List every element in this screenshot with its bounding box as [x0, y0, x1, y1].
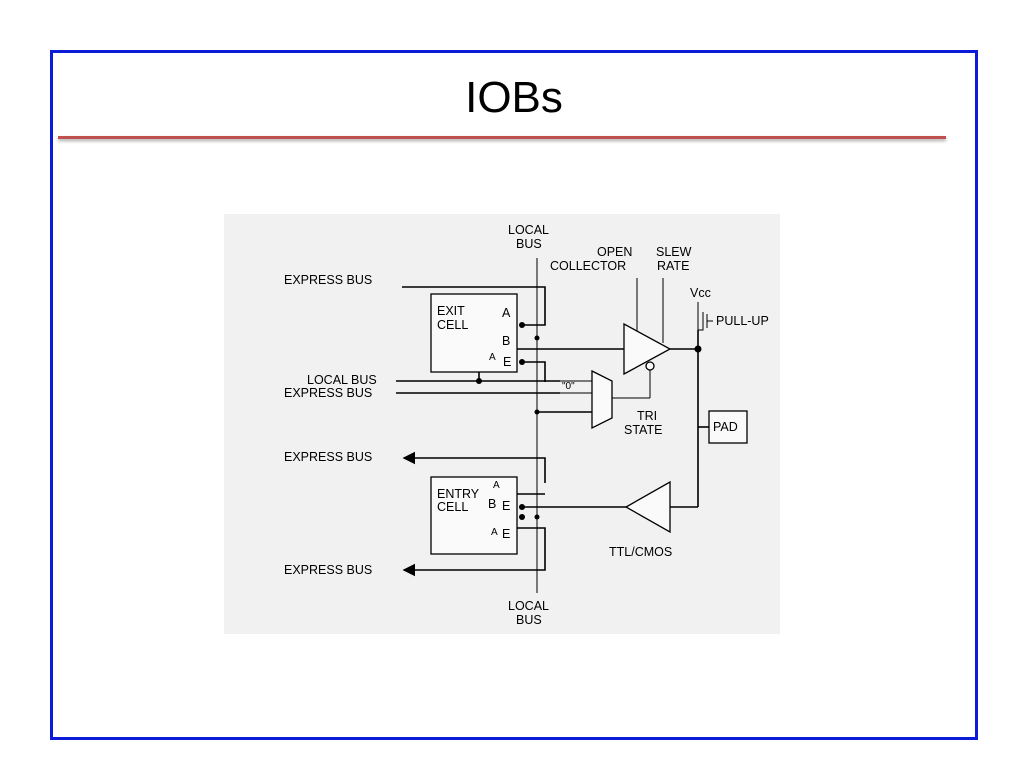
express-bus-label: EXPRESS BUS — [284, 450, 372, 464]
input-buffer — [624, 480, 671, 534]
pad-label: PAD — [713, 420, 738, 434]
exit-cell-label: CELL — [437, 318, 468, 332]
exit-pin-label: B — [502, 334, 510, 348]
pad-box — [708, 410, 748, 444]
junction-dot — [519, 514, 525, 520]
local-bus-left-label: LOCAL BUS — [307, 373, 377, 387]
pull-up-transistor — [697, 312, 704, 331]
iob-circuit-diagram: "0" LOCAL BUS OPEN COLLECTOR SLEW RATE V… — [224, 214, 780, 634]
slew-rate-label: SLEW — [656, 245, 692, 259]
entry-pin-label: E — [502, 499, 510, 513]
local-bus-top-label: BUS — [516, 237, 542, 251]
local-bus-bottom-label: BUS — [516, 613, 542, 627]
express-bus-label: EXPRESS BUS — [284, 386, 372, 400]
ttl-cmos-label: TTL/CMOS — [609, 545, 672, 559]
pull-up-label: PULL-UP — [716, 314, 769, 328]
junction-dot — [534, 514, 540, 520]
local-bus-bottom-label: LOCAL — [508, 599, 549, 613]
exit-pin-label: E — [503, 355, 511, 369]
exit-pin-label: A — [502, 306, 511, 320]
exit-pin-label: A — [489, 352, 496, 363]
exit-e-wire — [520, 361, 546, 382]
entry-pin-label: A — [493, 480, 500, 491]
exit-cell-box — [430, 293, 518, 373]
junction-dot — [519, 504, 525, 510]
junction-dot — [519, 322, 525, 328]
exit-cell-label: EXIT — [437, 304, 465, 318]
express-bus-3-wire — [402, 451, 546, 483]
entry-pin-label: A — [491, 527, 498, 538]
express-bus-1-wire — [402, 286, 546, 326]
junction-dot — [534, 335, 540, 341]
tri-state-label: TRI — [637, 409, 657, 423]
title-divider — [58, 136, 946, 139]
tri-state-bubble — [645, 361, 655, 371]
mux-zero-label: "0" — [562, 381, 575, 392]
entry-cell-box — [430, 476, 518, 555]
open-collector-label: COLLECTOR — [550, 259, 626, 273]
local-bus-top-label: LOCAL — [508, 223, 549, 237]
slew-rate-label: RATE — [657, 259, 689, 273]
express-bus-label: EXPRESS BUS — [284, 563, 372, 577]
entry-cell-label: ENTRY — [437, 487, 480, 501]
output-buffer — [623, 322, 672, 376]
entry-cell-label: CELL — [437, 500, 468, 514]
junction-dot — [519, 359, 525, 365]
junction-dot — [534, 409, 540, 415]
entry-pin-label: B — [488, 497, 496, 511]
vcc-label: Vcc — [690, 286, 711, 300]
entry-pin-label: E — [502, 527, 510, 541]
express-bus-4-wire — [402, 527, 546, 577]
express-bus-label: EXPRESS BUS — [284, 273, 372, 287]
open-collector-label: OPEN — [597, 245, 632, 259]
slide-title: IOBs — [465, 73, 563, 122]
tri-state-mux — [591, 369, 613, 430]
tri-state-label: STATE — [624, 423, 662, 437]
